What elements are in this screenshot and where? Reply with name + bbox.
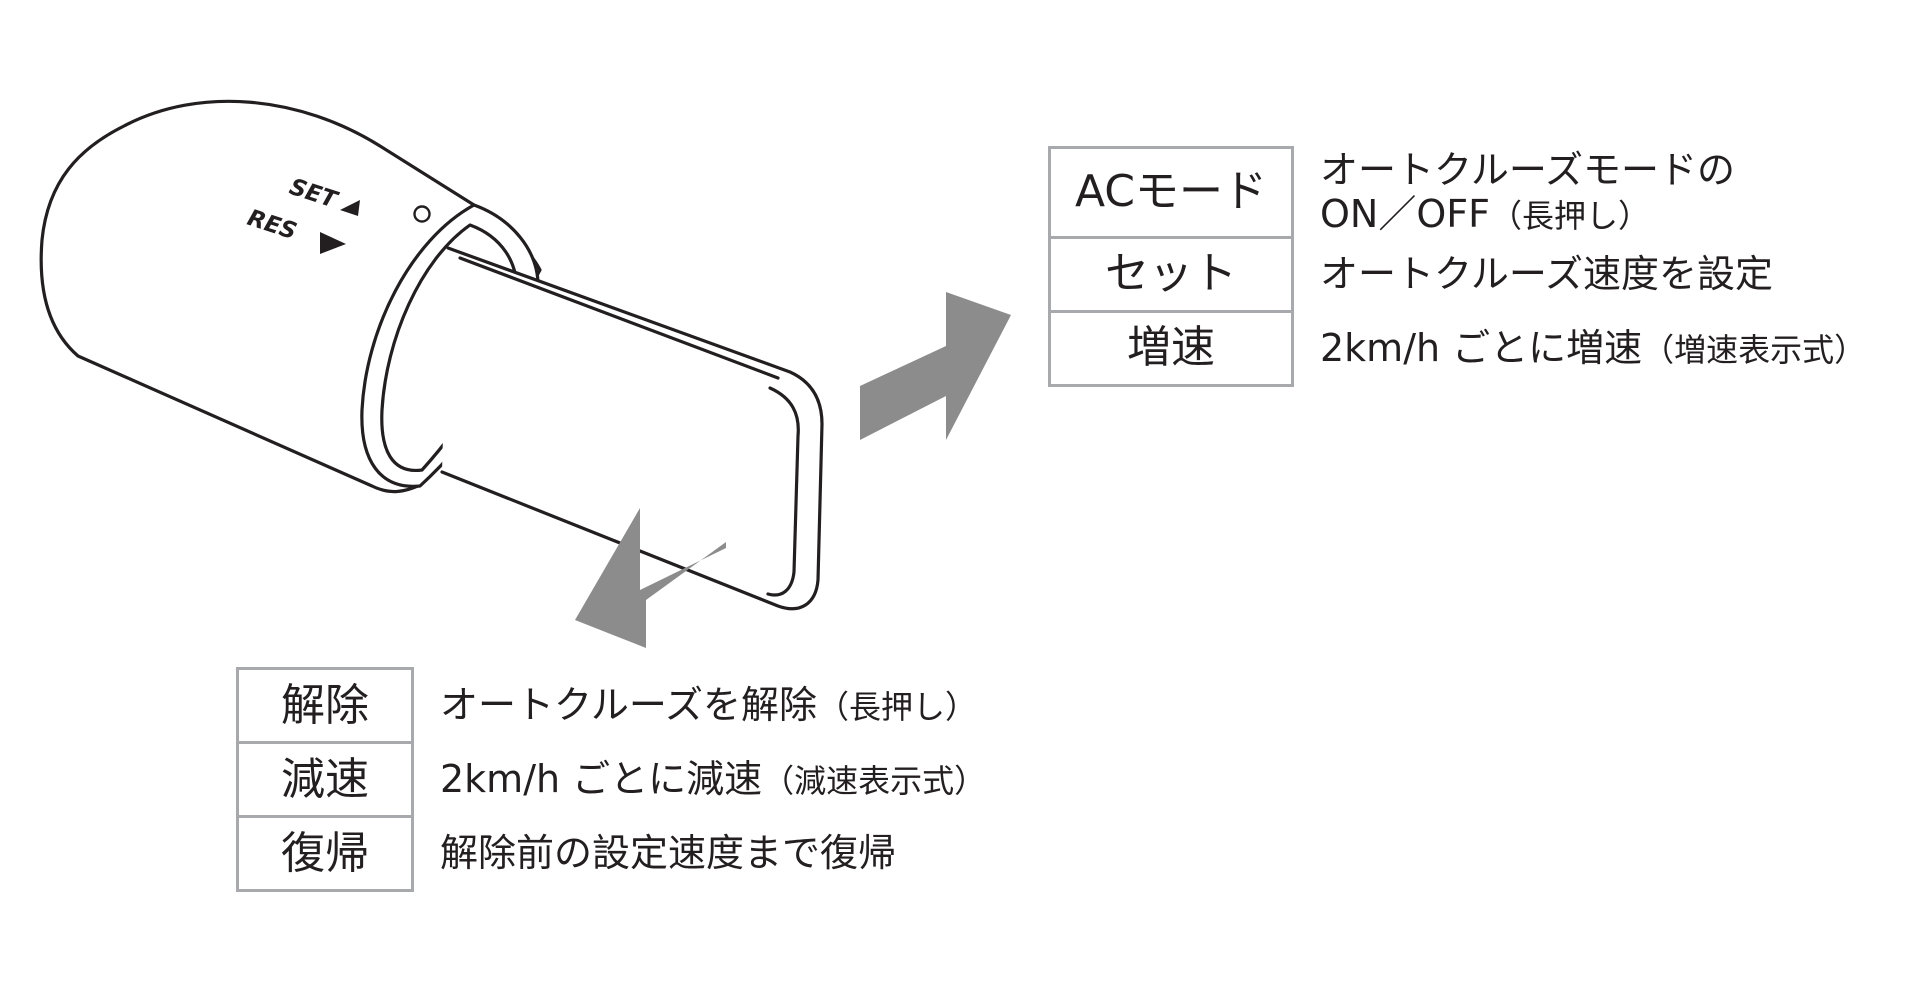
function-desc: オートクルーズを解除（長押し） — [413, 669, 988, 743]
push-function-table: ACモード オートクルーズモードの ON／OFF（長押し） セット オートクルー… — [1048, 146, 1868, 387]
desc-paren: （長押し） — [816, 688, 977, 727]
desc-line-2: ON／OFF（長押し） — [1320, 192, 1865, 237]
switch-paddle-face — [766, 386, 800, 597]
desc-paren: （減速表示式） — [762, 762, 987, 801]
table-row: ACモード オートクルーズモードの ON／OFF（長押し） — [1048, 146, 1867, 239]
switch-paddle-edge — [458, 256, 780, 380]
desc-line-1: オートクルーズモードの — [1320, 147, 1735, 192]
function-desc: オートクルーズ速度を設定 — [1320, 251, 1773, 296]
arrow-up-right-icon — [860, 292, 1011, 440]
function-desc: オートクルーズモードの ON／OFF（長押し） — [1293, 148, 1867, 238]
desc-main: 2km/h ごとに増速 — [1320, 325, 1643, 370]
function-desc: 2km/h ごとに減速（減速表示式） — [413, 743, 988, 817]
triangle-right-icon — [320, 232, 346, 254]
function-key-ac-mode: ACモード — [1048, 146, 1294, 239]
table-row: 復帰 解除前の設定速度まで復帰 — [236, 815, 988, 892]
arrow-down-left-icon — [575, 493, 726, 648]
table-row: セット オートクルーズ速度を設定 — [1048, 235, 1867, 313]
desc-main: ON／OFF — [1320, 192, 1490, 237]
indicator-circle-icon — [413, 205, 431, 223]
desc-paren: （長押し） — [1489, 197, 1650, 236]
function-key-decelerate: 減速 — [236, 741, 414, 818]
desc-main: 2km/h ごとに減速 — [440, 757, 763, 802]
function-key-accelerate: 増速 — [1048, 309, 1294, 387]
table-row: 減速 2km/h ごとに減速（減速表示式） — [236, 741, 988, 818]
table-row: 解除 オートクルーズを解除（長押し） — [236, 667, 988, 744]
switch-paddle — [440, 246, 824, 611]
lever-illustration — [39, 99, 824, 611]
desc-paren: （増速表示式） — [1642, 330, 1867, 369]
triangle-left-icon — [340, 200, 360, 216]
table-row: 増速 2km/h ごとに増速（増速表示式） — [1048, 309, 1867, 387]
function-key-cancel: 解除 — [236, 667, 414, 744]
function-key-resume: 復帰 — [236, 815, 414, 892]
pull-function-table: 解除 オートクルーズを解除（長押し） 減速 2km/h ごとに減速（減速表示式）… — [236, 667, 989, 892]
function-key-set: セット — [1048, 235, 1294, 313]
function-desc: 解除前の設定速度まで復帰 — [440, 831, 897, 876]
function-desc: 2km/h ごとに増速（増速表示式） — [1293, 311, 1867, 385]
desc-main: オートクルーズを解除 — [440, 683, 817, 728]
